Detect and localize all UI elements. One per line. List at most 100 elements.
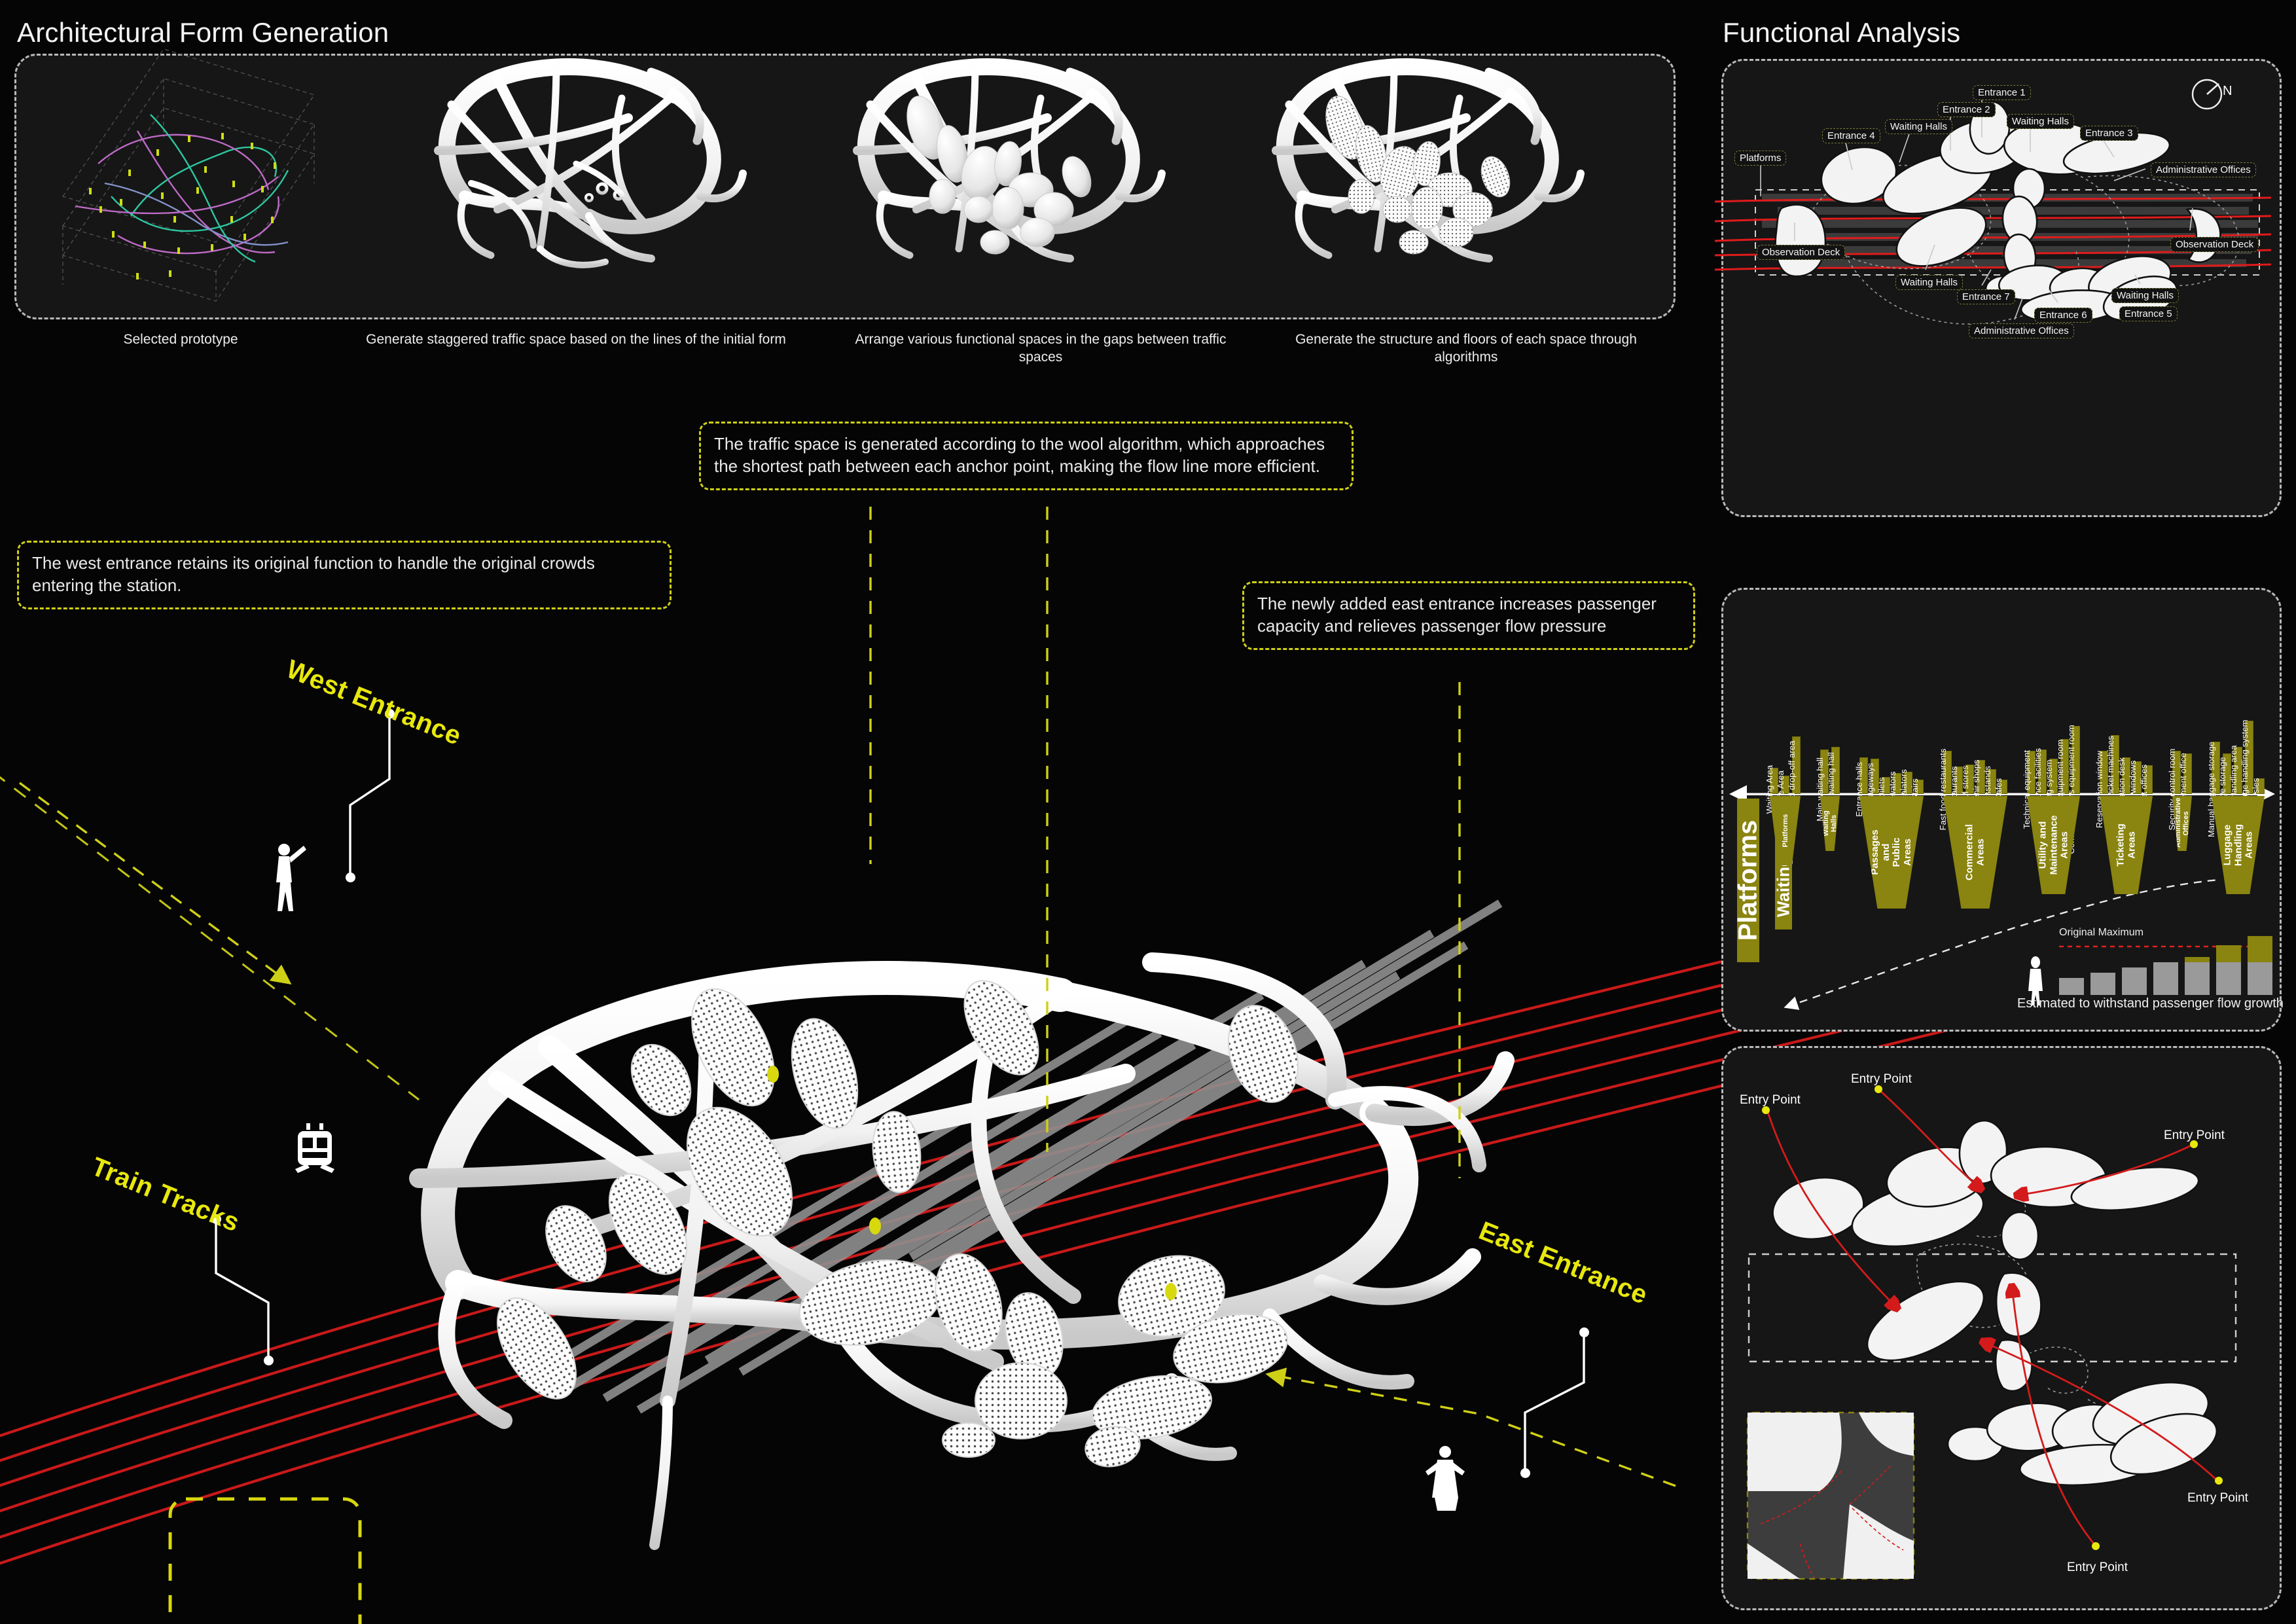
chart-bar: Automatic baggage handling system <box>2240 720 2253 859</box>
leader-dot-west-top <box>385 709 395 719</box>
chart-bar: Luggage storage <box>2217 753 2231 822</box>
chart-hero-group: Platforms <box>1734 799 1763 962</box>
chart-bar: Manual baggage storage <box>2206 742 2220 837</box>
chart-hero-group-label: Platforms <box>1733 820 1763 941</box>
chart-bar: Reservation window <box>2094 751 2108 828</box>
step-caption-2: Generate staggered traffic space based o… <box>366 332 786 347</box>
fn-plan-label: Waiting Halls <box>2007 114 2074 129</box>
entry-point-label: Entry Point <box>1851 1072 1912 1086</box>
fn-plan-label: Platforms <box>1734 151 1787 166</box>
chart-bar: Technical equipment <box>2022 750 2036 829</box>
chart-bar: Ticket windows <box>2128 760 2142 819</box>
chart-bar: Ticket offices <box>2139 765 2153 814</box>
chart-group-label: Passages and Public Areas <box>1869 829 1913 875</box>
chart-bar: Security control room <box>2167 749 2181 830</box>
ground-guide <box>0 776 420 1101</box>
label-east-entrance: East Entrance <box>1475 1216 1652 1310</box>
original-maximum-label: Original Maximum <box>2059 927 2144 938</box>
human-figure-west <box>276 844 306 911</box>
entry-point-label: Entry Point <box>2164 1128 2225 1142</box>
building-functional-volumes <box>497 980 1299 1468</box>
fn-plan-label: Waiting Halls <box>2111 288 2179 303</box>
callout-connectors <box>18 507 1676 1487</box>
chart-bar: Information desk <box>2117 757 2130 821</box>
anchor-dot-1 <box>767 1066 779 1083</box>
anchor-dot-2 <box>869 1218 881 1235</box>
chart-bar: Self-service ticket machines <box>2106 735 2119 843</box>
growth-bar-base <box>2185 962 2210 995</box>
step-caption-4: Generate the structure and floors of eac… <box>1295 332 1637 365</box>
chart-bar: Retail stores <box>1960 765 1974 814</box>
entry-point-label: Entry Point <box>1740 1093 1801 1107</box>
chart-bar: Souvenir shops <box>1971 759 1985 820</box>
fn-plan-label: Waiting Halls <box>1885 119 1952 134</box>
compass-north-label: N <box>2223 84 2233 98</box>
fn-plan-label: Administrative Offices <box>1969 323 2074 338</box>
chart-group-funnel: Ticketing Areas <box>2100 796 2153 894</box>
train-icon <box>295 1123 334 1173</box>
callout-traffic-space-text: The traffic space is generated according… <box>714 434 1325 477</box>
entry-point-label: Entry Point <box>2187 1491 2248 1505</box>
chart-bar: Waiting Area <box>1765 765 1778 814</box>
chart-bar: Aisles <box>2251 778 2265 801</box>
chart-group-funnel: Administrative Offices <box>2172 796 2192 851</box>
chart-bar-label: Reservation window <box>2094 750 2104 829</box>
growth-chart: Original Maximum Estimated to withstand … <box>2017 907 2284 1019</box>
leader-dot-east-top <box>1579 1327 1589 1337</box>
growth-bar-base <box>2216 962 2241 995</box>
fn-plan-label: Entrance 4 <box>1822 128 1880 143</box>
chart-bar: Entrance halls <box>1854 757 1868 817</box>
step-caption-1: Selected prototype <box>123 332 238 347</box>
chart-bar: Safe Area <box>1776 770 1789 808</box>
chart-group-label: Platforms <box>1781 814 1789 848</box>
growth-bar-extra <box>2216 945 2241 962</box>
growth-bar-base <box>2090 973 2115 995</box>
chart-group-funnel: Waiting Halls <box>1820 796 1840 851</box>
chart-bar: Second waiting hall <box>1826 747 1840 827</box>
leader-dot-west-bottom <box>346 873 355 882</box>
human-figure-east <box>1426 1446 1465 1511</box>
step-caption-3: Arrange various functional spaces in the… <box>855 332 1227 365</box>
callout-traffic-space: The traffic space is generated according… <box>699 422 1354 490</box>
leader-dot-east-bottom <box>1520 1468 1530 1478</box>
chart-bar: Main waiting hall <box>1815 749 1829 821</box>
fn-plan-label: Entrance 1 <box>1973 85 2031 100</box>
growth-bar-base <box>2153 962 2178 995</box>
leader-dot-track-bottom <box>264 1356 274 1365</box>
fn-plan-label: Waiting Halls <box>1895 275 1963 290</box>
leader-dot-track-top <box>211 1214 221 1224</box>
growth-bar-base <box>2122 967 2147 995</box>
page-title-left: Architectural Form Generation <box>17 17 389 48</box>
track-highlight-rect <box>168 1497 362 1624</box>
fn-plan-label: Observation Deck <box>1757 245 1846 260</box>
platform-stripes <box>534 899 1503 1414</box>
chart-bar: Elevators <box>1888 771 1901 808</box>
growth-bar-base <box>2059 978 2084 995</box>
chart-group-funnel: Passages and Public Areas <box>1859 796 1924 909</box>
chart-group-label: Commercial Areas <box>1964 824 1986 880</box>
growth-bar-extra <box>2185 957 2210 962</box>
chart-group-label: Utility and Maintenance Areas <box>2036 815 2070 875</box>
chart-group-label: Waiting Halls <box>1821 810 1838 837</box>
callout-east-entrance-text: The newly added east entrance increases … <box>1257 594 1657 636</box>
functional-plan-panel <box>1721 59 2282 517</box>
fn-plan-label: Entrance 6 <box>2034 308 2092 323</box>
label-train-tracks: Train Tracks <box>87 1152 244 1238</box>
growth-bar-base <box>2248 962 2272 995</box>
label-west-entrance: West Entrance <box>282 655 465 751</box>
chart-bar: Pick-up and drop-off area <box>1787 736 1801 838</box>
chart-bar-label: Fast food restaurants <box>1937 748 1948 831</box>
chart-bar: Fast food restaurants <box>1938 749 1952 830</box>
fn-plan-label: Observation Deck <box>2170 237 2259 252</box>
chart-bar-label: Manual baggage storage <box>2206 741 2216 838</box>
chart-bar: Passageways <box>1865 759 1879 816</box>
chart-group-funnel: Commercial Areas <box>1943 796 2007 909</box>
growth-bar-extra <box>2248 936 2272 962</box>
page-title-right: Functional Analysis <box>1723 17 1961 48</box>
chart-bar: Cafes <box>1994 778 2007 801</box>
callout-west-entrance-text: The west entrance retains its original f… <box>32 553 595 596</box>
building-traffic-tubes <box>409 952 1515 1550</box>
chart-group-funnel: Luggage Handling Areas <box>2212 796 2265 894</box>
